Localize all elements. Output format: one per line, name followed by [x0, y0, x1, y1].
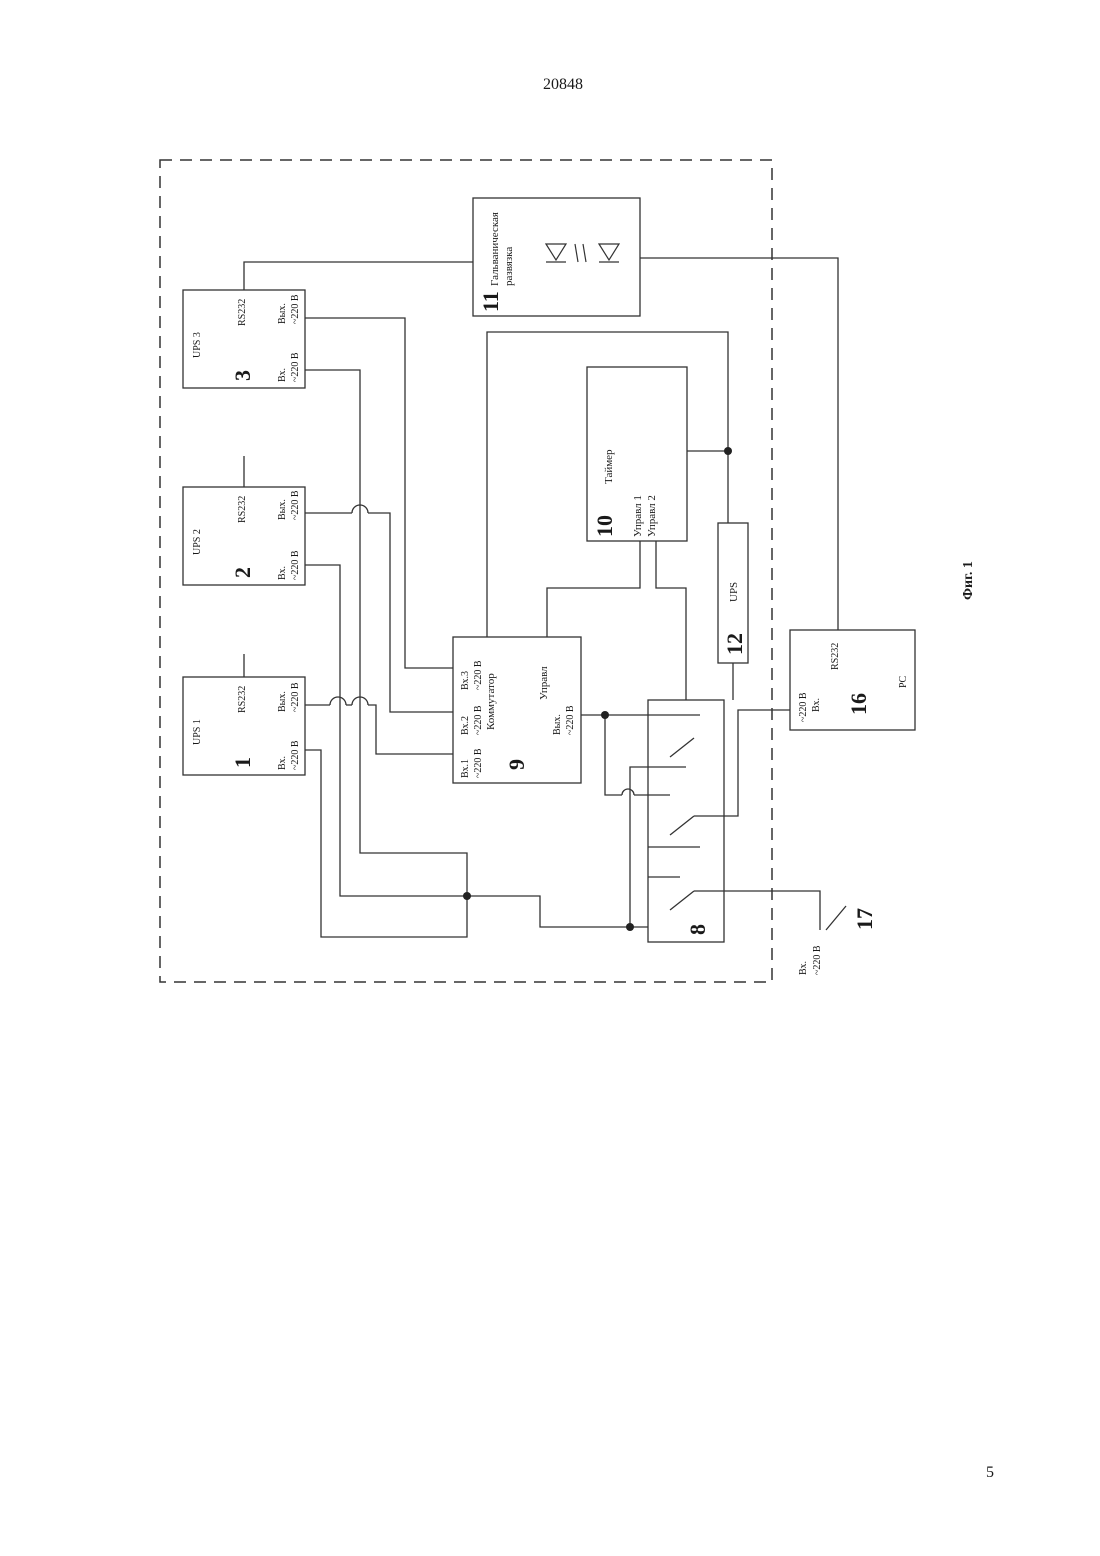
timer10-labels: 10 Таймер Управл 1 Управл 2 [592, 449, 658, 537]
galvanic11-number: 11 [478, 291, 503, 312]
ups3-in-v: ~220 В [290, 352, 301, 382]
ups2-out-v: ~220 В [290, 490, 301, 520]
ups1-out: Вых. [277, 691, 288, 712]
ups2-in-v: ~220 В [290, 550, 301, 580]
switch9-out-v: ~220 В [565, 705, 576, 735]
ups12-name: UPS [728, 582, 740, 602]
timer10-ctrl1: Управл 1 [632, 495, 644, 537]
switch9-in3: Вх.3 [460, 671, 471, 690]
ups3-labels: UPS 3 3 RS232 Вх. ~220 В Вых. ~220 В [192, 294, 301, 382]
ups3-out-v: ~220 В [290, 294, 301, 324]
switch9-ctrl: Управл [538, 666, 550, 700]
input17-in: Вх. [798, 961, 809, 975]
timer10-ctrl2: Управл 2 [646, 495, 658, 537]
timer10-name: Таймер [603, 449, 615, 484]
ups2-number: 2 [230, 567, 255, 578]
switch9-v3: ~220 В [473, 660, 484, 690]
ups3-in: Вх. [277, 368, 288, 382]
switch9-labels: Вх.1 Вх.2 Вх.3 ~220 В ~220 В ~220 В Комм… [460, 660, 576, 778]
ups1-in: Вх. [277, 756, 288, 770]
ups3-out: Вых. [277, 303, 288, 324]
relay8-number: 8 [685, 924, 710, 935]
ups1-out-v: ~220 В [290, 682, 301, 712]
ups3-number: 3 [230, 370, 255, 381]
switch9-in1: Вх.1 [460, 759, 471, 778]
pc16-rs232: RS232 [830, 643, 841, 670]
pc16-in: Вх. [811, 698, 822, 712]
ups1-number: 1 [230, 757, 255, 768]
pc16-labels: RS232 ~220 В Вх. 16 PC [798, 643, 909, 722]
switch9-out: Вых. [552, 714, 563, 735]
pc16-in-v: ~220 В [798, 692, 809, 722]
ups2-out: Вых. [277, 499, 288, 520]
ups2-rs232: RS232 [237, 496, 248, 523]
ups2-in: Вх. [277, 566, 288, 580]
ups12-number: 12 [722, 633, 747, 655]
ups1-title: UPS 1 [192, 719, 203, 745]
timer10-number: 10 [592, 515, 617, 537]
galvanic11-labels: 11 Гальваническая развязка [478, 212, 515, 312]
galvanic11-name-line1: Гальваническая [489, 212, 501, 286]
optocoupler-icon [546, 244, 619, 262]
switch9-name: Коммутатор [485, 673, 497, 730]
figure-caption: Фиг. 1 [961, 561, 976, 600]
switch9-in2: Вх.2 [460, 716, 471, 735]
switch9-number: 9 [504, 759, 529, 770]
ups3-title: UPS 3 [192, 332, 203, 358]
input17-number: 17 [852, 908, 877, 930]
ups12-labels: 12 UPS [722, 582, 747, 655]
switch9-v2: ~220 В [473, 705, 484, 735]
pc16-name: PC [898, 675, 909, 688]
ups3-rs232: RS232 [237, 299, 248, 326]
ups1-labels: UPS 1 1 RS232 Вх. ~220 В Вых. ~220 В [192, 682, 301, 770]
page-number-bottom: 5 [986, 1464, 994, 1482]
input17-in-v: ~220 В [812, 945, 823, 975]
relay8-box [648, 700, 724, 942]
input17-labels: Вх. ~220 В 17 [798, 908, 877, 975]
switch9-v1: ~220 В [473, 748, 484, 778]
galvanic11-name-line2: развязка [503, 247, 515, 286]
pc16-number: 16 [846, 693, 871, 715]
ups1-rs232: RS232 [237, 686, 248, 713]
ups2-labels: UPS 2 2 RS232 Вх. ~220 В Вых. ~220 В [192, 490, 301, 580]
ups2-title: UPS 2 [192, 529, 203, 555]
ups1-in-v: ~220 В [290, 740, 301, 770]
